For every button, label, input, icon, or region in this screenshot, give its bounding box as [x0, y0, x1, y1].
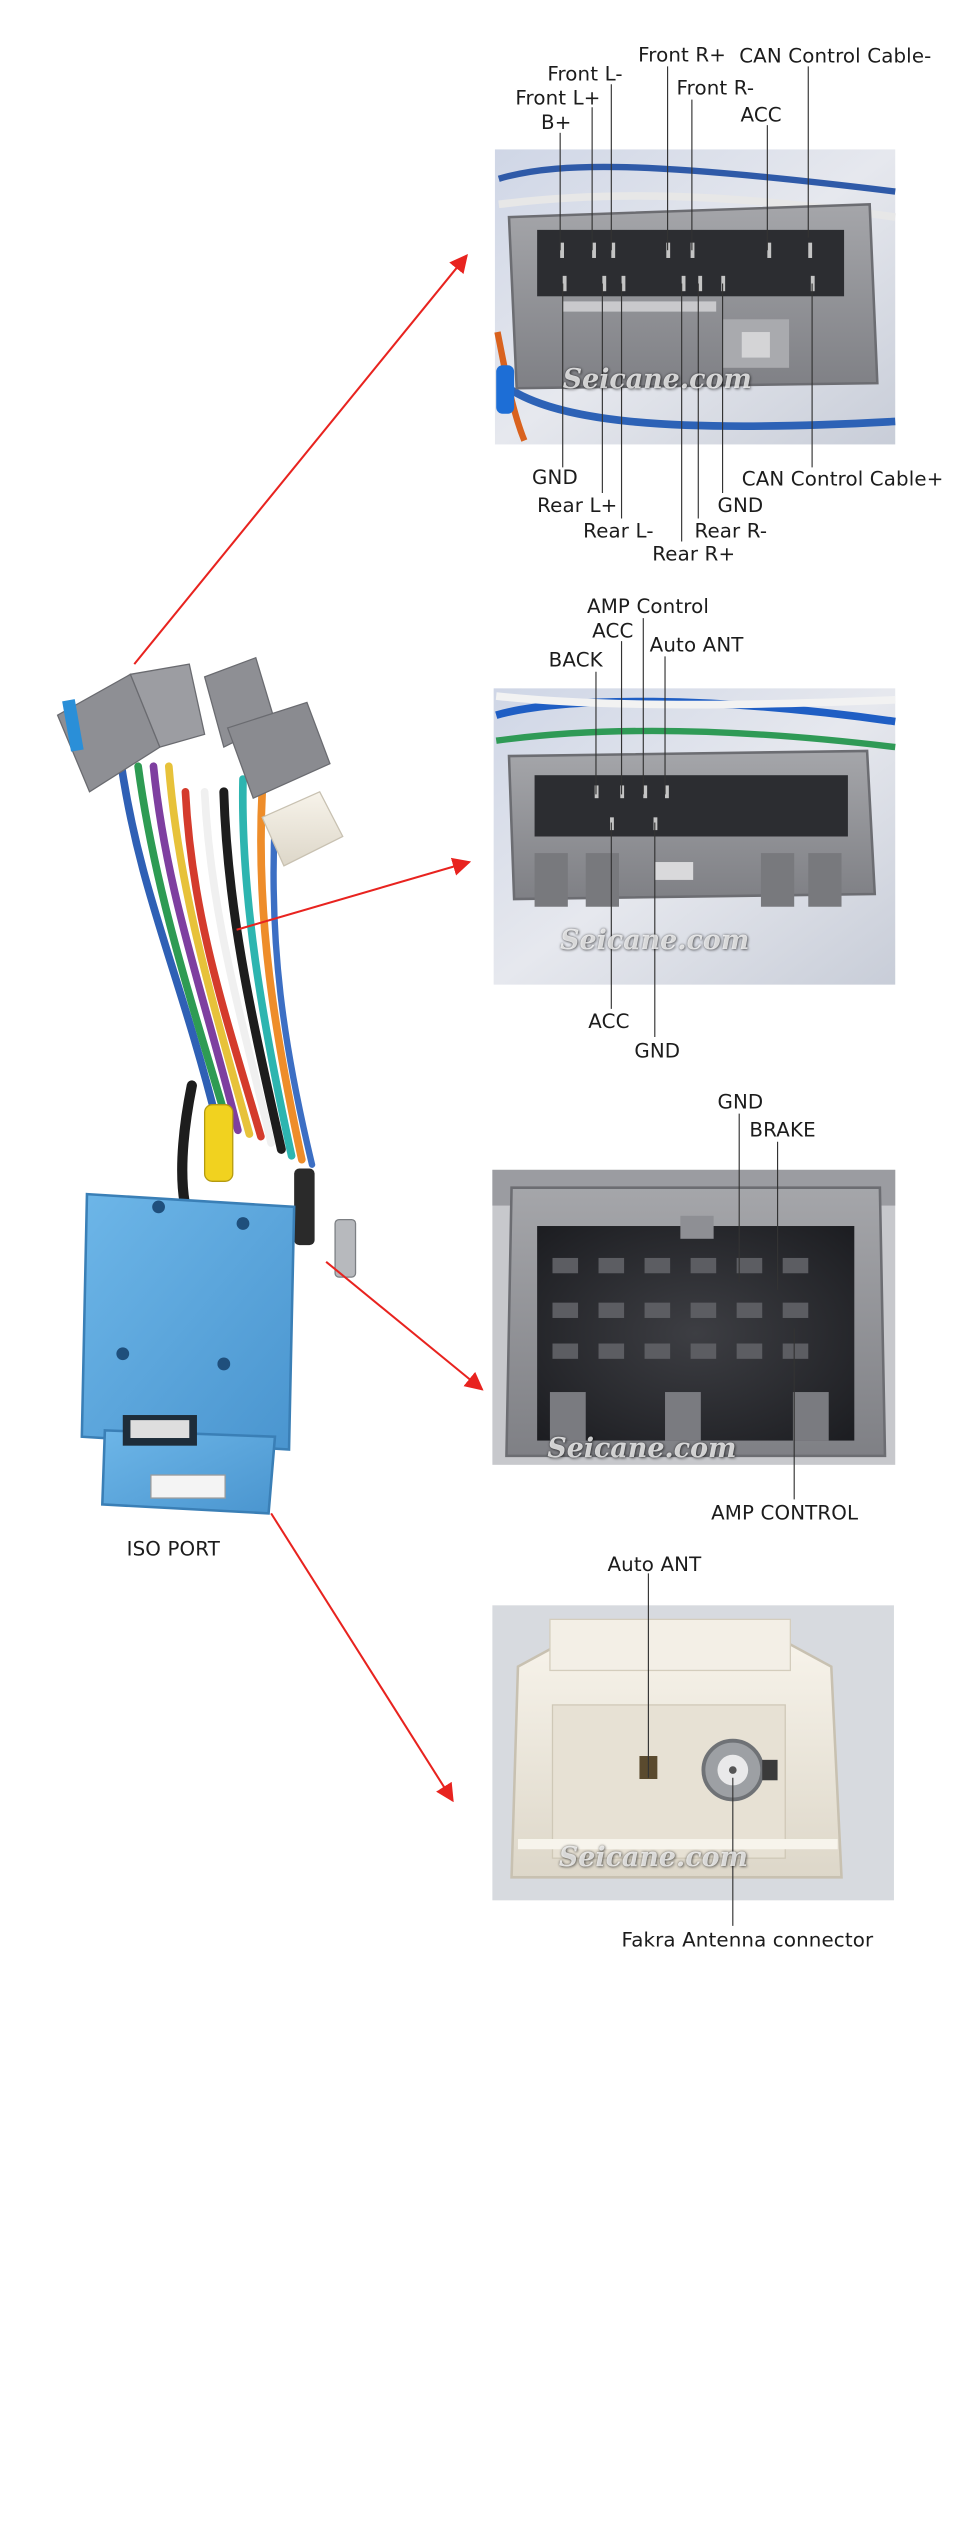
label-amp-control: AMP Control — [587, 595, 710, 619]
diagram-graphics — [56, 149, 896, 1901]
annotation-lines — [133, 66, 813, 1926]
label-rear-r-minus: Rear R- — [694, 519, 768, 543]
harness-illustration — [56, 656, 357, 1515]
label-gnd-left: GND — [532, 466, 578, 490]
label-auto-ant: Auto ANT — [649, 633, 744, 657]
watermark-3: Seicane.com — [547, 1431, 737, 1464]
connector-4-photo — [492, 1605, 894, 1901]
label-amp-control-3: AMP CONTROL — [711, 1501, 859, 1525]
arrow-to-connector-2 — [236, 857, 472, 931]
arrow-to-connector-4 — [270, 1512, 454, 1803]
label-front-l-minus: Front L- — [547, 62, 623, 86]
watermark-4: Seicane.com — [558, 1840, 748, 1873]
label-b-plus: B+ — [540, 111, 572, 135]
label-rear-l-minus: Rear L- — [583, 519, 654, 543]
label-acc-top: ACC — [740, 103, 782, 127]
label-gnd-2: GND — [634, 1039, 681, 1063]
connector-3-photo — [492, 1169, 896, 1465]
connector-1-photo — [494, 149, 896, 445]
connector-2-photo — [493, 688, 896, 985]
watermark-2: Seicane.com — [560, 923, 750, 956]
label-acc-2-bottom: ACC — [588, 1010, 630, 1034]
label-auto-ant-4: Auto ANT — [607, 1552, 702, 1576]
label-acc-2-top: ACC — [592, 619, 634, 643]
label-fakra: Fakra Antenna connector — [621, 1928, 874, 1952]
label-gnd-right: GND — [717, 494, 764, 518]
label-iso-port: ISO PORT — [126, 1537, 220, 1561]
label-rear-r-plus: Rear R+ — [652, 542, 736, 566]
label-back: BACK — [548, 648, 603, 672]
label-front-l-plus: Front L+ — [515, 86, 601, 110]
label-front-r-minus: Front R- — [676, 76, 755, 100]
label-can-cable-minus: CAN Control Cable- — [739, 44, 932, 68]
arrow-to-connector-3 — [325, 1260, 484, 1391]
label-gnd-3: GND — [717, 1090, 764, 1114]
label-front-r-plus: Front R+ — [638, 43, 727, 67]
arrow-to-connector-1 — [133, 253, 468, 665]
label-rear-l-plus: Rear L+ — [537, 494, 618, 518]
label-can-cable-plus: CAN Control Cable+ — [741, 467, 944, 491]
label-brake: BRAKE — [749, 1118, 816, 1142]
watermark-1: Seicane.com — [562, 362, 752, 395]
